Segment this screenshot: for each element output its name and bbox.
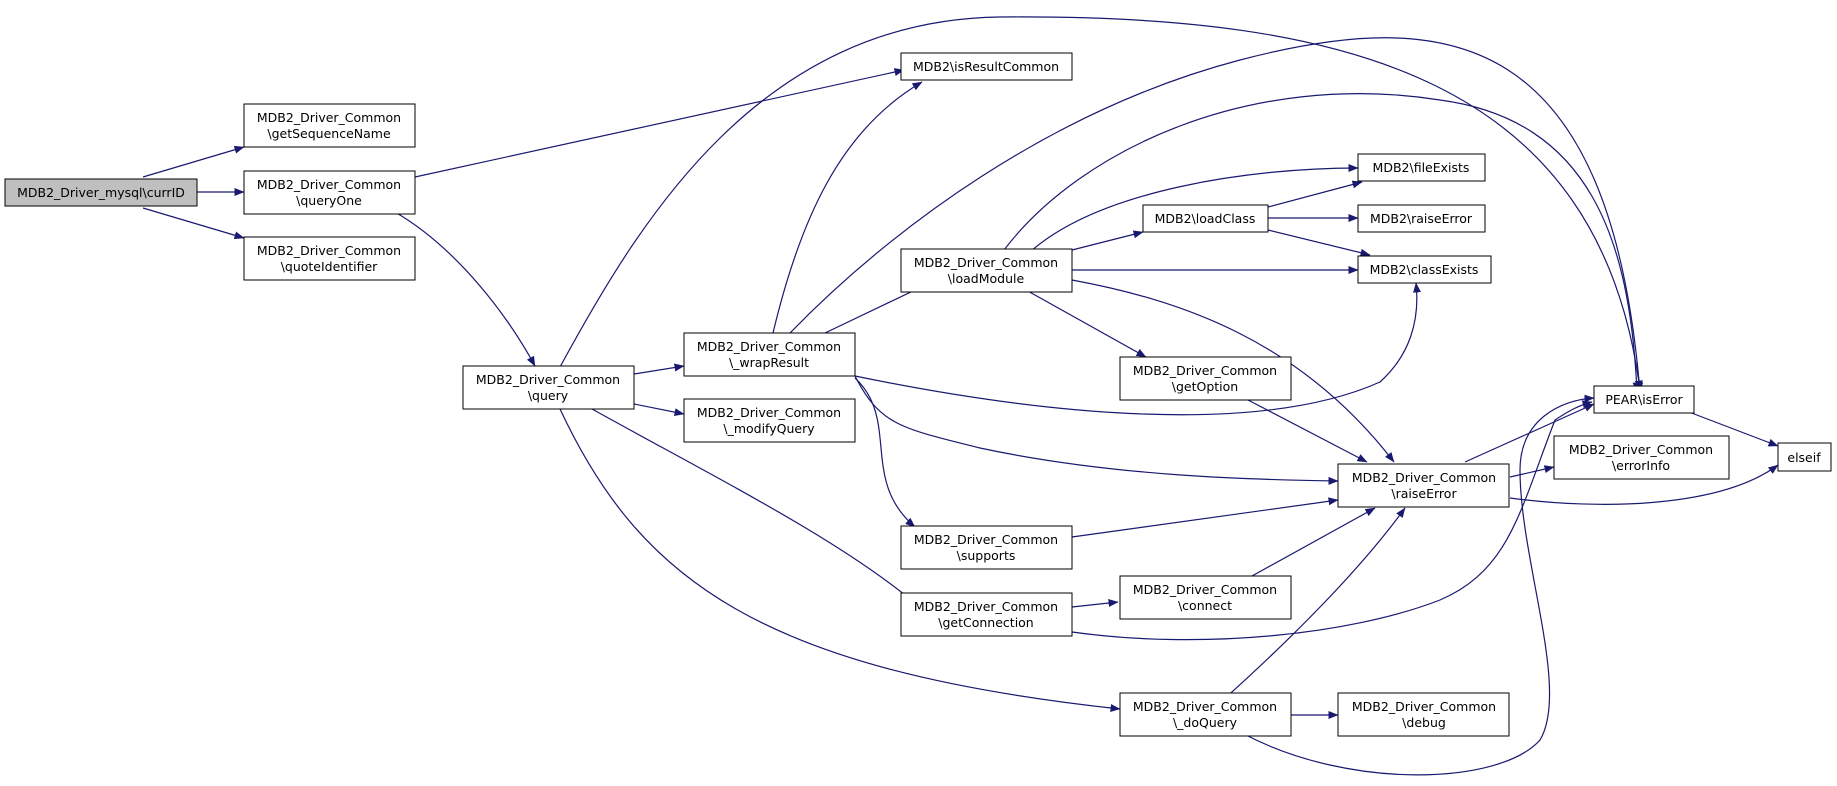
node-query-line2: \query: [528, 388, 569, 403]
edge-raiseError-elseif: [1509, 464, 1779, 505]
node-currID-label: MDB2_Driver_mysql\currID: [17, 185, 185, 200]
node-quoteIdentifier-line1: MDB2_Driver_Common: [257, 243, 401, 258]
node-raiseError-line2: \raiseError: [1391, 486, 1457, 501]
node-doQuery-line1: MDB2_Driver_Common: [1133, 699, 1277, 714]
node-modifyQuery-line2: \_modifyQuery: [723, 421, 815, 436]
edge-doQuery-raiseError: [1222, 507, 1406, 701]
node-getSequenceName-line1: MDB2_Driver_Common: [257, 110, 401, 125]
node-isResultCommon-label: MDB2\isResultCommon: [913, 59, 1059, 74]
edge-connect-raiseError: [1251, 507, 1376, 577]
edge-supports-raiseError: [1071, 497, 1339, 538]
node-getOption-line2: \getOption: [1172, 379, 1238, 394]
node-loadModule-line2: \loadModule: [948, 271, 1025, 286]
node-loadModule[interactable]: MDB2_Driver_Common \loadModule: [900, 248, 1073, 293]
node-quoteIdentifier[interactable]: MDB2_Driver_Common \quoteIdentifier: [243, 236, 416, 281]
node-currID[interactable]: MDB2_Driver_mysql\currID: [4, 178, 198, 207]
edge-query-modifyQuery: [633, 403, 685, 417]
edge-loadClass-fileExists: [1267, 180, 1363, 208]
node-queryOne-line2: \queryOne: [296, 193, 362, 208]
edge-getConnection-isError: [1071, 400, 1593, 641]
node-connect-line1: MDB2_Driver_Common: [1133, 582, 1277, 597]
edge-getOption-raiseError: [1247, 399, 1368, 463]
node-queryOne-line1: MDB2_Driver_Common: [257, 177, 401, 192]
node-supports-line1: MDB2_Driver_Common: [914, 532, 1058, 547]
node-getOption-line1: MDB2_Driver_Common: [1133, 363, 1277, 378]
node-wrapResult-line1: MDB2_Driver_Common: [697, 339, 841, 354]
edge-loadModule-isError: [1003, 93, 1641, 393]
node-supports-line2: \supports: [957, 548, 1016, 563]
node-query[interactable]: MDB2_Driver_Common \query: [462, 365, 635, 410]
edge-query-doQuery: [559, 408, 1121, 712]
edge-getConnection-connect: [1071, 599, 1119, 608]
node-wrapResult-line2: \_wrapResult: [729, 355, 809, 370]
node-wrapResult[interactable]: MDB2_Driver_Common \_wrapResult: [683, 332, 856, 377]
edge-loadModule-raiseError: [1071, 279, 1395, 463]
node-loadClass[interactable]: MDB2\loadClass: [1142, 204, 1269, 233]
node-loadClass-label: MDB2\loadClass: [1155, 211, 1256, 226]
edge-queryOne-isResultCommon: [414, 68, 905, 178]
edge-wrapResult-supports: [854, 377, 916, 528]
node-debug-line2: \debug: [1402, 715, 1446, 730]
edge-wrapResult-isResultCommon: [772, 81, 923, 334]
node-isResultCommon[interactable]: MDB2\isResultCommon: [900, 52, 1073, 81]
node-getOption[interactable]: MDB2_Driver_Common \getOption: [1119, 356, 1292, 401]
node-classExists-label: MDB2\classExists: [1370, 262, 1479, 277]
edge-loadModule-getOption: [1025, 289, 1147, 358]
node-loadModule-line1: MDB2_Driver_Common: [914, 255, 1058, 270]
node-getSequenceName[interactable]: MDB2_Driver_Common \getSequenceName: [243, 103, 416, 148]
edge-loadClass-classExists: [1267, 229, 1371, 257]
node-connect[interactable]: MDB2_Driver_Common \connect: [1119, 575, 1292, 620]
node-getConnection-line2: \getConnection: [938, 615, 1033, 630]
edge-query-getConnection: [591, 408, 917, 605]
node-raiseErrorMDB2-label: MDB2\raiseError: [1370, 211, 1473, 226]
node-debug-line1: MDB2_Driver_Common: [1352, 699, 1496, 714]
node-getConnection[interactable]: MDB2_Driver_Common \getConnection: [900, 592, 1073, 637]
node-query-line1: MDB2_Driver_Common: [476, 372, 620, 387]
node-quoteIdentifier-line2: \quoteIdentifier: [281, 259, 378, 274]
edge-query-isError: [559, 16, 1643, 391]
edge-isError-elseif: [1688, 411, 1779, 447]
edge-wrapResult-classExists: [854, 282, 1421, 416]
node-errorInfo-line2: \errorInfo: [1612, 458, 1670, 473]
edge-loadModule-fileExists: [1029, 164, 1359, 253]
node-errorInfo[interactable]: MDB2_Driver_Common \errorInfo: [1553, 435, 1730, 480]
edge-wrapResult-raiseError: [854, 375, 1339, 485]
edge-queryOne-query: [394, 211, 536, 367]
node-getConnection-line1: MDB2_Driver_Common: [914, 599, 1058, 614]
node-fileExists-label: MDB2\fileExists: [1373, 160, 1470, 175]
node-isError-label: PEAR\isError: [1605, 392, 1683, 407]
node-connect-line2: \connect: [1178, 598, 1232, 613]
node-queryOne[interactable]: MDB2_Driver_Common \queryOne: [243, 170, 416, 215]
edge-wrapResult-isError: [789, 37, 1644, 393]
edge-currID-quoteIdentifier: [142, 207, 245, 240]
node-modifyQuery[interactable]: MDB2_Driver_Common \_modifyQuery: [683, 398, 856, 443]
edge-raiseError-isError: [1464, 403, 1595, 463]
edge-raiseError-errorInfo: [1509, 465, 1555, 478]
node-errorInfo-line1: MDB2_Driver_Common: [1569, 442, 1713, 457]
node-doQuery-line2: \_doQuery: [1173, 715, 1238, 730]
node-classExists[interactable]: MDB2\classExists: [1357, 255, 1492, 284]
node-elseif[interactable]: elseif: [1777, 442, 1832, 472]
node-raiseError-line1: MDB2_Driver_Common: [1352, 470, 1496, 485]
node-raiseErrorMDB2[interactable]: MDB2\raiseError: [1357, 204, 1486, 233]
node-supports[interactable]: MDB2_Driver_Common \supports: [900, 525, 1073, 570]
node-fileExists[interactable]: MDB2\fileExists: [1357, 153, 1486, 182]
node-isError[interactable]: PEAR\isError: [1593, 385, 1695, 414]
edge-doQuery-isError: [1243, 394, 1595, 776]
edge-loadModule-loadClass: [1071, 230, 1144, 251]
node-getSequenceName-line2: \getSequenceName: [267, 126, 391, 141]
node-debug[interactable]: MDB2_Driver_Common \debug: [1337, 692, 1510, 737]
node-modifyQuery-line1: MDB2_Driver_Common: [697, 405, 841, 420]
edge-currID-getSequenceName: [142, 145, 245, 178]
edge-query-wrapResult: [633, 363, 685, 375]
node-raiseError[interactable]: MDB2_Driver_Common \raiseError: [1337, 463, 1510, 508]
node-doQuery[interactable]: MDB2_Driver_Common \_doQuery: [1119, 692, 1292, 737]
node-elseif-label: elseif: [1787, 450, 1821, 465]
